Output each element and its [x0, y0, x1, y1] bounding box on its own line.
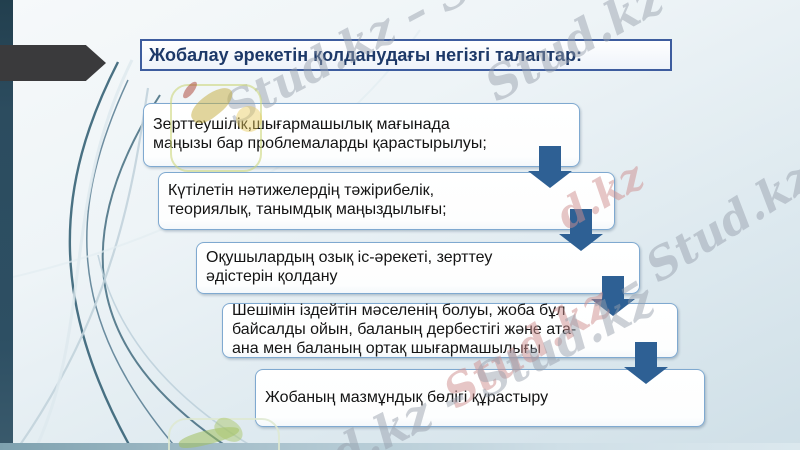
down-arrow-head — [559, 234, 603, 251]
bottom-accent-band — [0, 443, 800, 450]
step-text-5: Жобаның мазмұндық бөлігі құрастыру — [265, 388, 549, 406]
down-arrow-stem — [602, 276, 624, 299]
section-pointer-arrow — [0, 45, 106, 81]
step-box-2: Күтілетін нәтижелердің тәжірибелік, теор… — [158, 172, 615, 230]
step-box-1: Зерттеушілік,шығармашылық мағынада маңыз… — [143, 103, 580, 167]
step-text-4: Шешімін іздейтін мәселенің болуы, жоба б… — [232, 302, 577, 357]
down-arrow-stem — [635, 342, 657, 367]
down-arrow-stem — [570, 209, 592, 234]
down-arrow-icon-3 — [591, 276, 635, 316]
down-arrow-head — [624, 367, 668, 384]
down-arrow-icon-4 — [624, 342, 668, 384]
step-text-1: Зерттеушілік,шығармашылық мағынада маңыз… — [153, 116, 487, 152]
down-arrow-icon-1 — [528, 146, 572, 188]
down-arrow-icon-2 — [559, 209, 603, 251]
title-box: Жобалау әрекетін қолданудағы негізгі тал… — [140, 39, 672, 71]
down-arrow-head — [528, 171, 572, 188]
page-title: Жобалау әрекетін қолданудағы негізгі тал… — [149, 44, 583, 65]
step-text-2: Күтілетін нәтижелердің тәжірибелік, теор… — [168, 182, 447, 218]
step-text-3: Оқушылардың озық іс-әрекеті, зерттеу әді… — [206, 249, 493, 285]
down-arrow-stem — [539, 146, 561, 171]
down-arrow-head — [591, 299, 635, 316]
left-accent-bar — [0, 0, 13, 450]
